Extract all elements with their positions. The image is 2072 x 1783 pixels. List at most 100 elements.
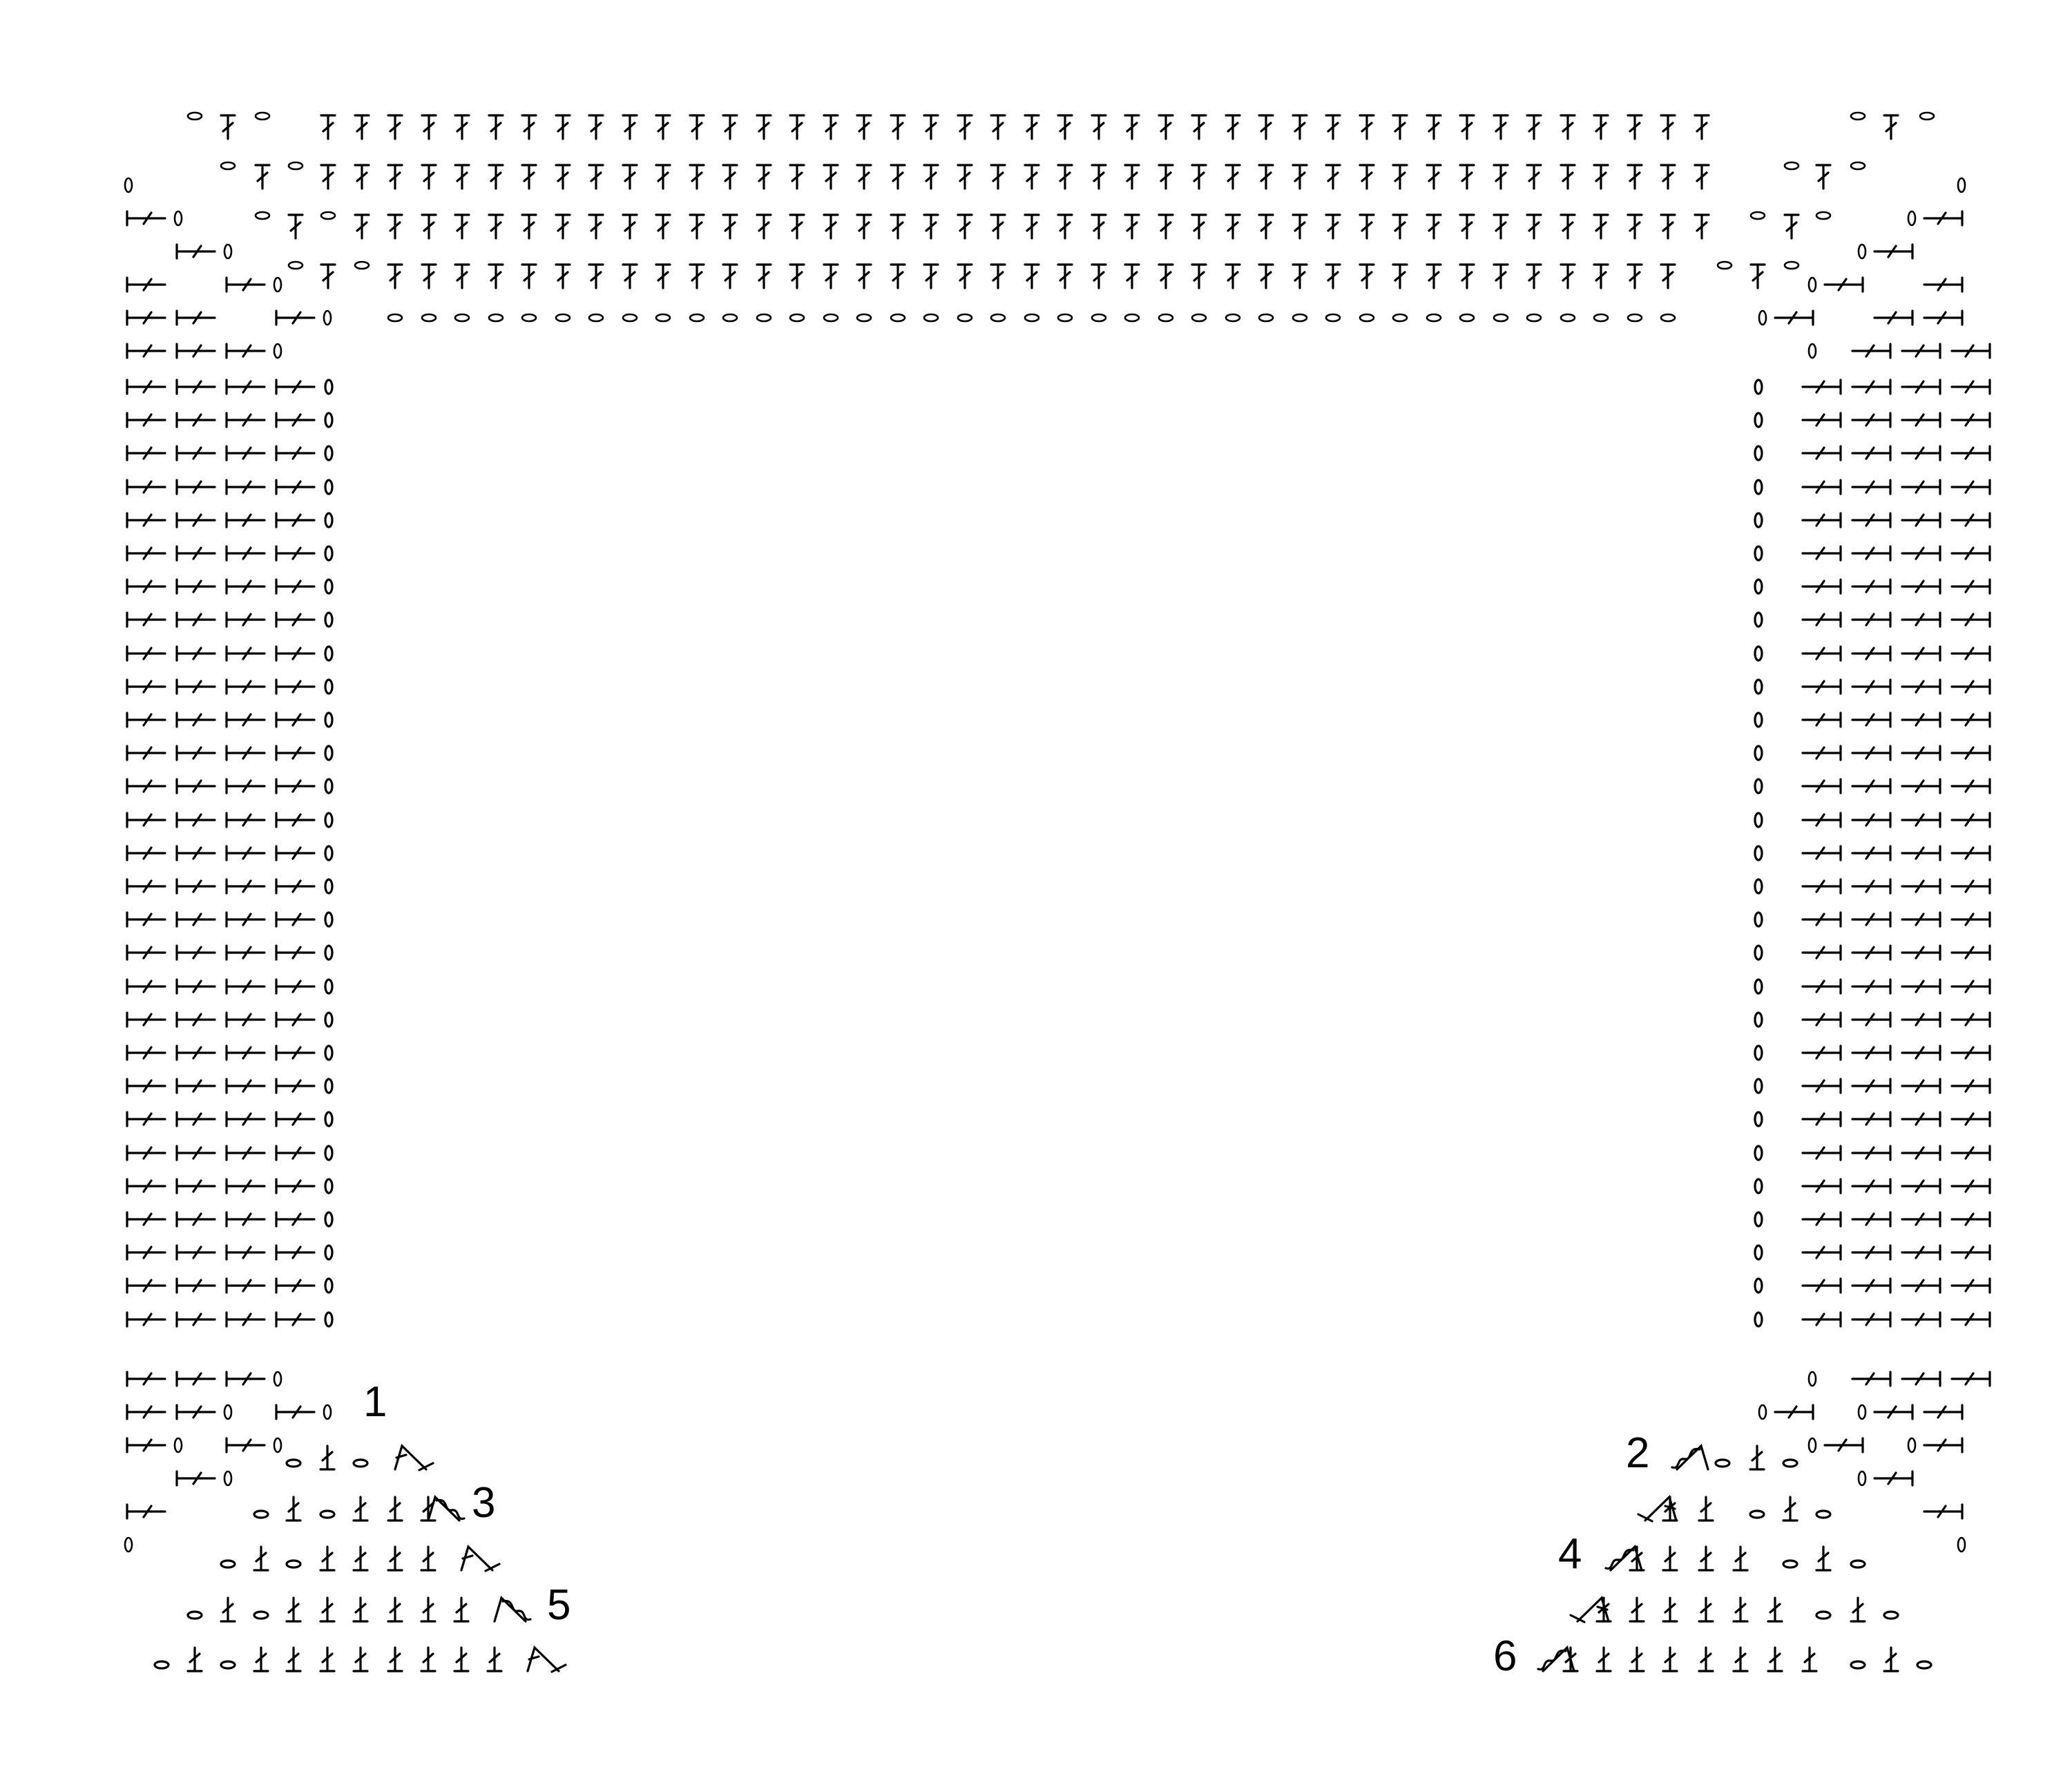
treble-crochet-symbol <box>1124 213 1140 240</box>
chain-stitch-symbol <box>285 1458 302 1468</box>
single-crochet-symbol <box>253 1545 269 1572</box>
single-crochet-symbol <box>1901 1211 1941 1228</box>
treble-crochet-symbol <box>722 263 738 289</box>
row-number-6: 6 <box>1493 1632 1517 1680</box>
treble-crochet-symbol <box>1560 164 1576 190</box>
single-crochet-symbol <box>175 712 216 728</box>
single-crochet-symbol <box>1901 1111 1941 1127</box>
treble-crochet-symbol <box>923 263 939 289</box>
single-crochet-symbol <box>275 1311 316 1328</box>
treble-crochet-symbol <box>1426 114 1442 140</box>
single-crochet-symbol <box>1901 578 1941 595</box>
single-crochet-symbol <box>1851 678 1892 695</box>
single-crochet-2-together-symbol <box>1569 1596 1610 1623</box>
single-crochet-symbol <box>1873 1470 1914 1487</box>
chain-stitch-symbol <box>990 313 1006 323</box>
single-crochet-symbol <box>126 845 166 861</box>
chain-stitch-symbol <box>1754 978 1763 995</box>
chain-stitch-symbol <box>1158 313 1174 323</box>
treble-crochet-symbol <box>1426 263 1442 289</box>
single-crochet-symbol <box>319 1596 336 1623</box>
single-crochet-symbol <box>1901 379 1941 395</box>
single-crochet-symbol <box>1801 745 1842 761</box>
treble-crochet-symbol <box>1392 213 1408 240</box>
single-crochet-symbol <box>175 878 216 895</box>
chain-stitch-symbol <box>287 260 304 270</box>
single-crochet-symbol <box>1901 978 1941 995</box>
treble-crochet-symbol <box>1091 213 1107 240</box>
chain-stitch-symbol <box>324 845 334 861</box>
treble-crochet-symbol <box>890 164 906 190</box>
single-crochet-symbol <box>1732 1646 1749 1672</box>
single-crochet-symbol <box>275 712 316 728</box>
treble-crochet-symbol <box>1191 114 1207 140</box>
treble-crochet-symbol <box>789 213 805 240</box>
single-crochet-symbol <box>1698 1596 1714 1623</box>
single-crochet-symbol <box>175 545 216 562</box>
chain-stitch-symbol <box>1857 243 1867 260</box>
treble-crochet-symbol <box>555 164 571 190</box>
treble-crochet-symbol <box>1225 114 1241 140</box>
single-crochet-symbol <box>1749 1444 1765 1471</box>
single-crochet-symbol <box>1950 1311 1991 1328</box>
single-crochet-symbol <box>175 845 216 861</box>
chain-stitch-symbol <box>324 545 334 562</box>
chain-stitch-symbol <box>324 1045 334 1061</box>
chain-stitch-symbol <box>173 1437 183 1453</box>
treble-crochet-symbol <box>823 114 839 140</box>
single-crochet-symbol <box>1873 1404 1914 1420</box>
treble-crochet-symbol <box>1627 263 1643 289</box>
single-crochet-symbol <box>126 1211 166 1228</box>
single-crochet-symbol <box>175 1045 216 1061</box>
chain-stitch-symbol <box>324 412 334 428</box>
chain-stitch-symbol <box>1754 1178 1763 1194</box>
chain-stitch-symbol <box>1057 313 1073 323</box>
single-crochet-symbol <box>126 512 166 528</box>
row-number-3: 3 <box>472 1479 495 1527</box>
chain-stitch-symbol <box>324 911 334 928</box>
treble-crochet-symbol <box>1526 114 1542 140</box>
treble-crochet-symbol <box>421 263 437 289</box>
treble-crochet-symbol <box>1024 213 1040 240</box>
single-crochet-symbol <box>275 1244 316 1261</box>
chain-stitch-symbol <box>1754 878 1763 895</box>
chain-stitch-symbol <box>1758 309 1767 326</box>
chain-stitch-symbol <box>588 313 604 323</box>
treble-crochet-symbol <box>354 213 370 240</box>
single-crochet-symbol <box>1950 1145 1991 1161</box>
chain-stitch-symbol <box>173 210 183 227</box>
treble-crochet-symbol <box>1459 213 1475 240</box>
treble-crochet-symbol <box>1124 263 1140 289</box>
treble-crochet-symbol <box>1158 213 1174 240</box>
single-crochet-symbol <box>1629 1646 1645 1672</box>
chain-stitch-symbol <box>1850 161 1866 171</box>
chain-stitch-symbol <box>1749 211 1766 220</box>
chain-stitch-symbol <box>923 313 939 323</box>
chain-stitch-symbol <box>856 313 872 323</box>
chain-stitch-symbol <box>1807 276 1817 293</box>
single-crochet-symbol <box>1851 1371 1892 1387</box>
single-crochet-symbol <box>1901 1244 1941 1261</box>
treble-crochet-symbol <box>689 213 705 240</box>
single-crochet-symbol <box>1901 1011 1941 1028</box>
single-crochet-symbol <box>175 1277 216 1294</box>
single-crochet-symbol <box>1950 1371 1991 1387</box>
chain-stitch-symbol <box>1754 1111 1763 1127</box>
single-crochet-symbol <box>1923 1404 1964 1420</box>
single-crochet-symbol <box>225 1244 266 1261</box>
single-crochet-symbol <box>1629 1596 1645 1623</box>
chain-stitch-symbol <box>1526 313 1542 323</box>
single-crochet-symbol <box>126 1503 166 1520</box>
chain-stitch-symbol <box>1754 611 1763 628</box>
single-crochet-symbol <box>420 1596 437 1623</box>
single-crochet-symbol <box>126 1244 166 1261</box>
chain-stitch-symbol <box>186 1610 203 1620</box>
treble-crochet-symbol <box>1627 164 1643 190</box>
single-crochet-symbol <box>1950 645 1991 662</box>
chain-stitch-symbol <box>1593 313 1609 323</box>
single-crochet-symbol <box>175 512 216 528</box>
single-crochet-symbol <box>126 1311 166 1328</box>
chain-stitch-symbol <box>1815 211 1832 220</box>
single-crochet-symbol <box>1901 479 1941 495</box>
